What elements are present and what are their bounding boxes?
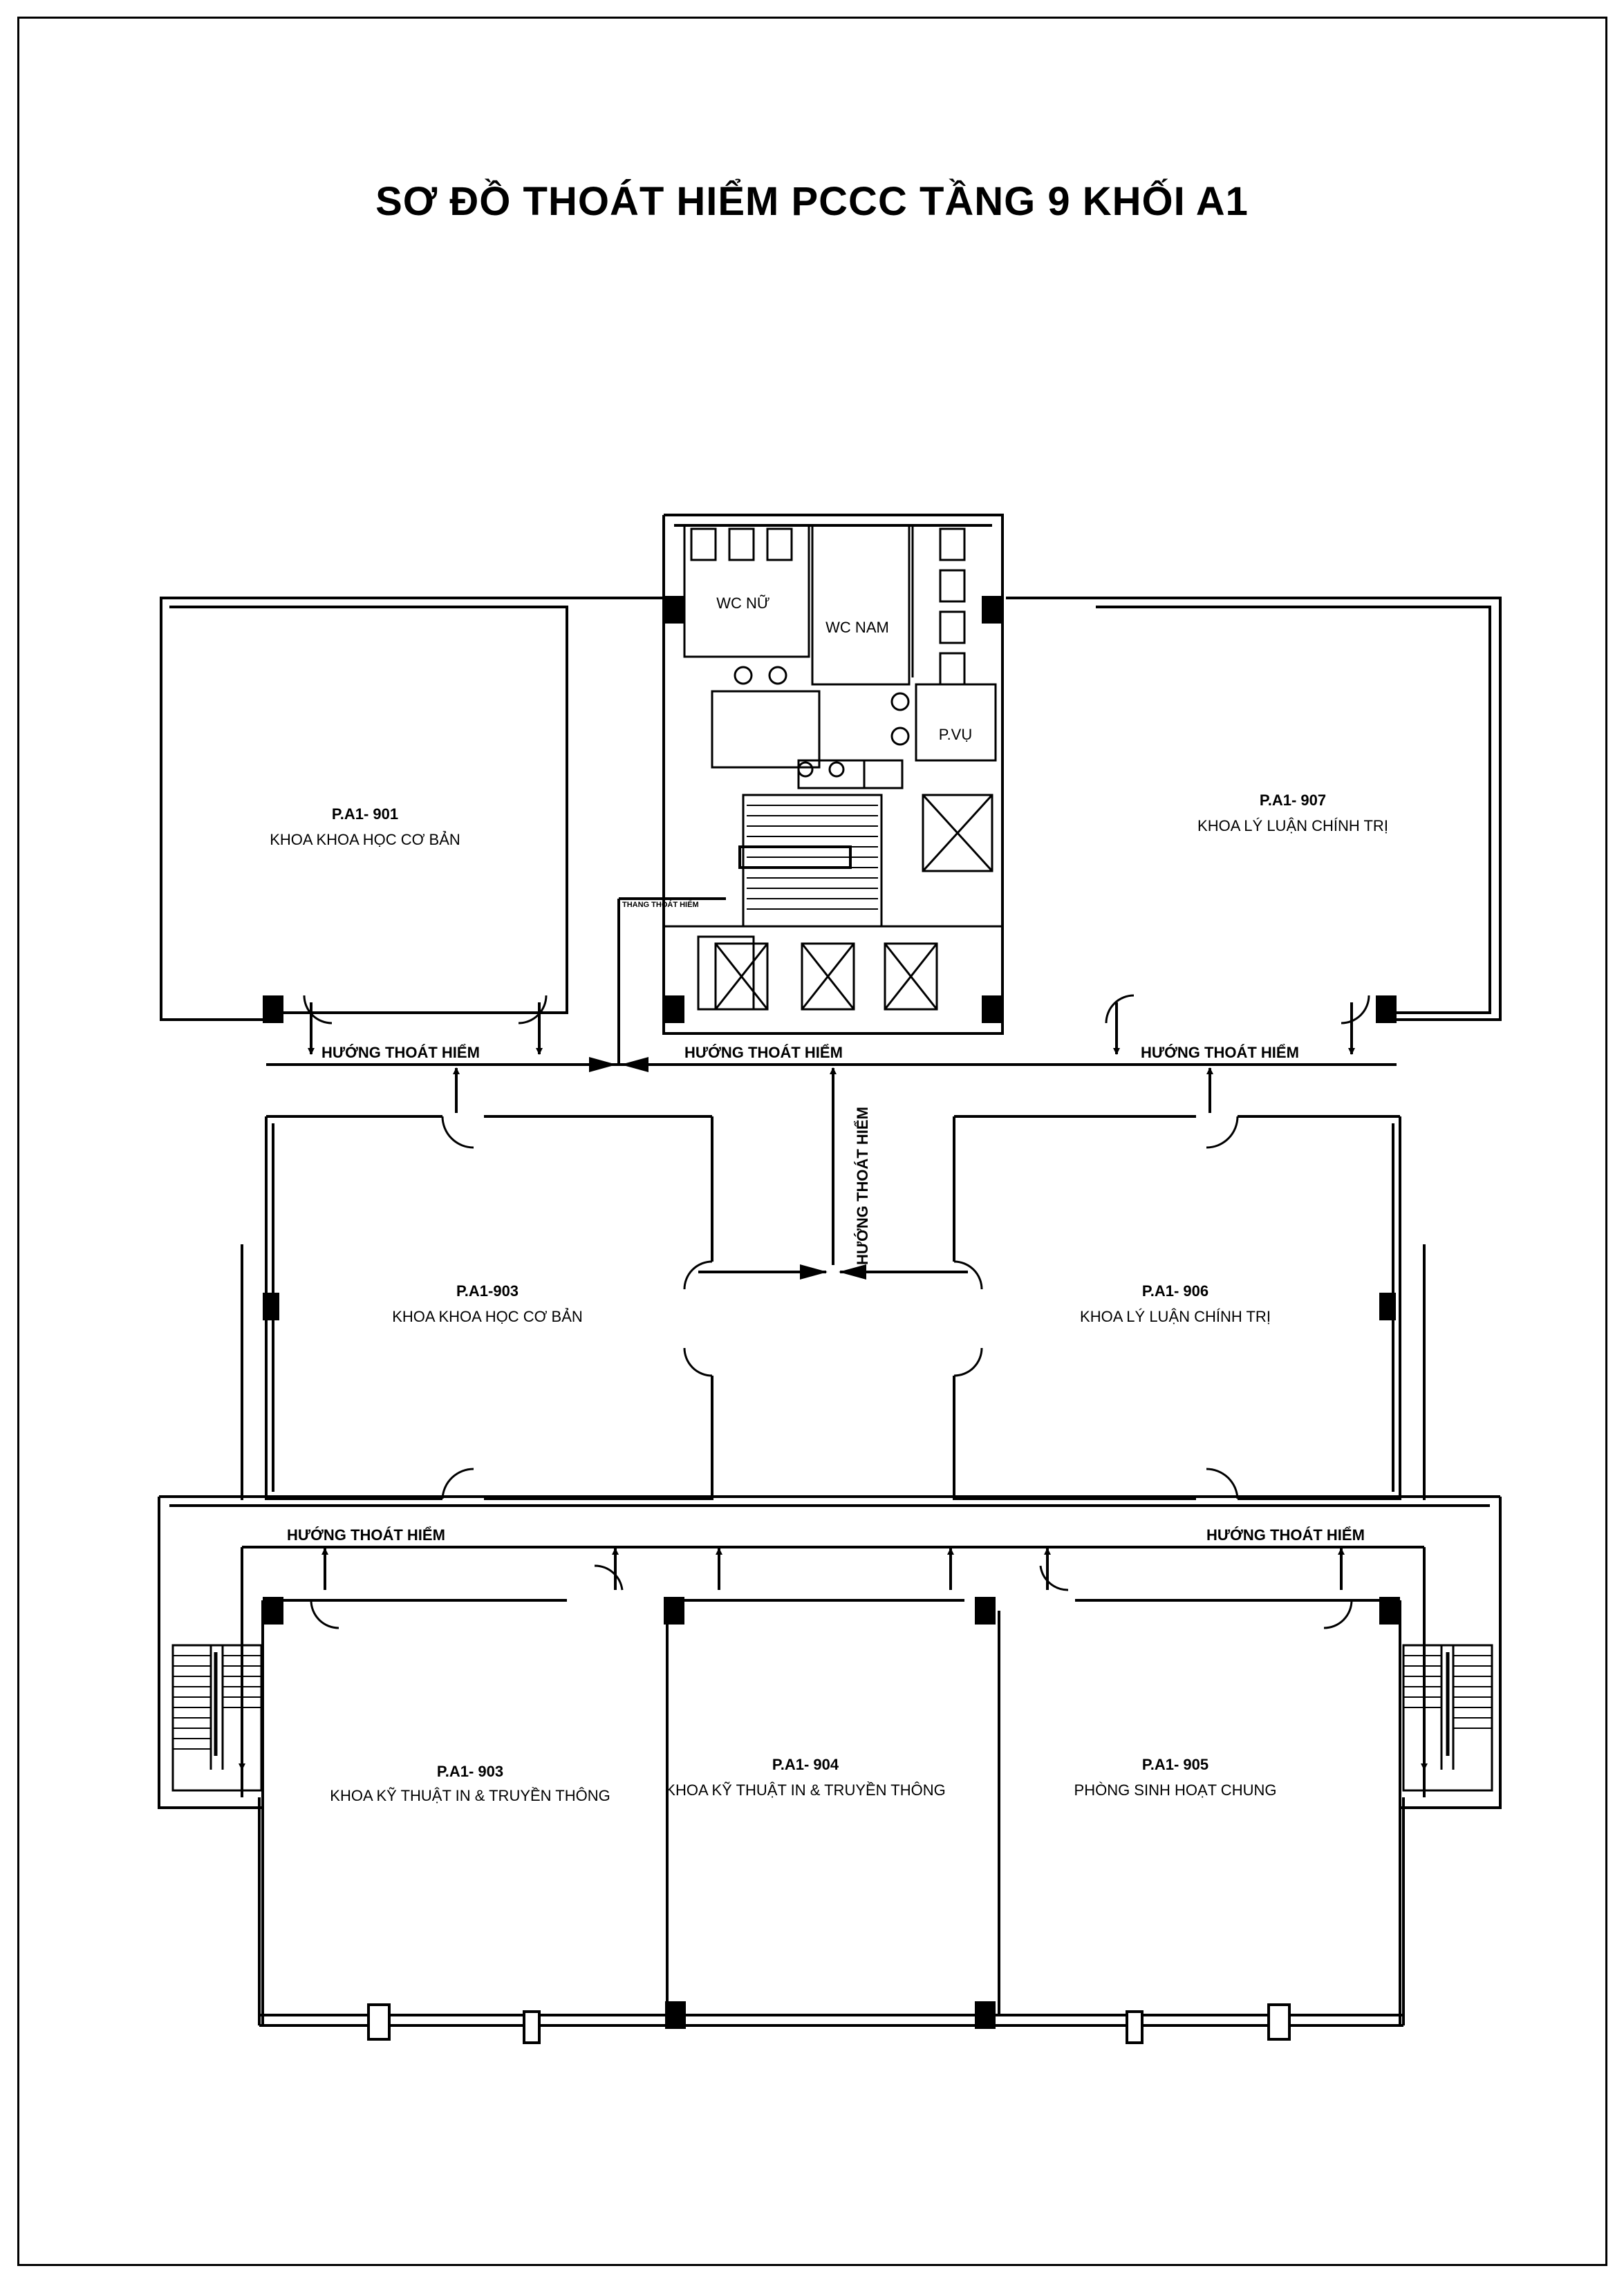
- evac-label-1: HƯỚNG THOÁT HIỂM: [321, 1044, 480, 1061]
- room-name: KHOA KHOA HỌC CƠ BẢN: [392, 1308, 583, 1325]
- room-name: KHOA LÝ LUẬN CHÍNH TRỊ: [1080, 1308, 1271, 1325]
- stair-left: [171, 1644, 263, 1792]
- stair-right: [1402, 1644, 1493, 1792]
- room-code: P.A1- 903: [437, 1763, 503, 1780]
- room-name: KHOA KỸ THUẬT IN & TRUYỀN THÔNG: [330, 1787, 610, 1804]
- evac-label-2: HƯỚNG THOÁT HIỂM: [684, 1044, 843, 1061]
- evacuation-arrows: [239, 897, 1428, 1770]
- stair-label: THANG THOÁT HIỂM: [622, 900, 699, 909]
- room-code: P.A1- 906: [1142, 1282, 1208, 1300]
- wc-male-label: WC NAM: [825, 619, 889, 636]
- room-code: P.A1- 901: [332, 805, 398, 823]
- evac-label-6: HƯỚNG THOÁT HIỂM: [1206, 1526, 1365, 1544]
- room-name: KHOA LÝ LUẬN CHÍNH TRỊ: [1197, 817, 1388, 834]
- room-name: KHOA KỸ THUẬT IN & TRUYỀN THÔNG: [665, 1781, 945, 1799]
- room-code: P.A1- 904: [772, 1756, 839, 1773]
- room-code: P.A1- 905: [1142, 1756, 1208, 1773]
- room-name: KHOA KHOA HỌC CƠ BẢN: [270, 831, 460, 848]
- facade-pillars: [367, 2003, 1291, 2044]
- evac-label-3: HƯỚNG THOÁT HIỂM: [1141, 1044, 1299, 1061]
- core-detail: [664, 524, 1002, 1011]
- structural-columns: [263, 596, 1400, 2029]
- room-labels: P.A1- 901 KHOA KHOA HỌC CƠ BẢN P.A1- 907…: [270, 792, 1388, 1804]
- evac-label-4: HƯỚNG THOÁT HIỂM: [854, 1107, 871, 1265]
- service-room-label: P.VỤ: [939, 726, 973, 743]
- drawing-frame: [17, 17, 1607, 2266]
- room-code: P.A1-903: [456, 1282, 519, 1300]
- room-name: PHÒNG SINH HOẠT CHUNG: [1074, 1781, 1277, 1799]
- evac-label-5: HƯỚNG THOÁT HIỂM: [287, 1526, 445, 1544]
- wc-female-label: WC NỮ: [716, 595, 769, 612]
- room-code: P.A1- 907: [1260, 792, 1326, 809]
- page-title: SƠ ĐỒ THOÁT HIỂM PCCC TẦNG 9 KHỐI A1: [375, 179, 1249, 224]
